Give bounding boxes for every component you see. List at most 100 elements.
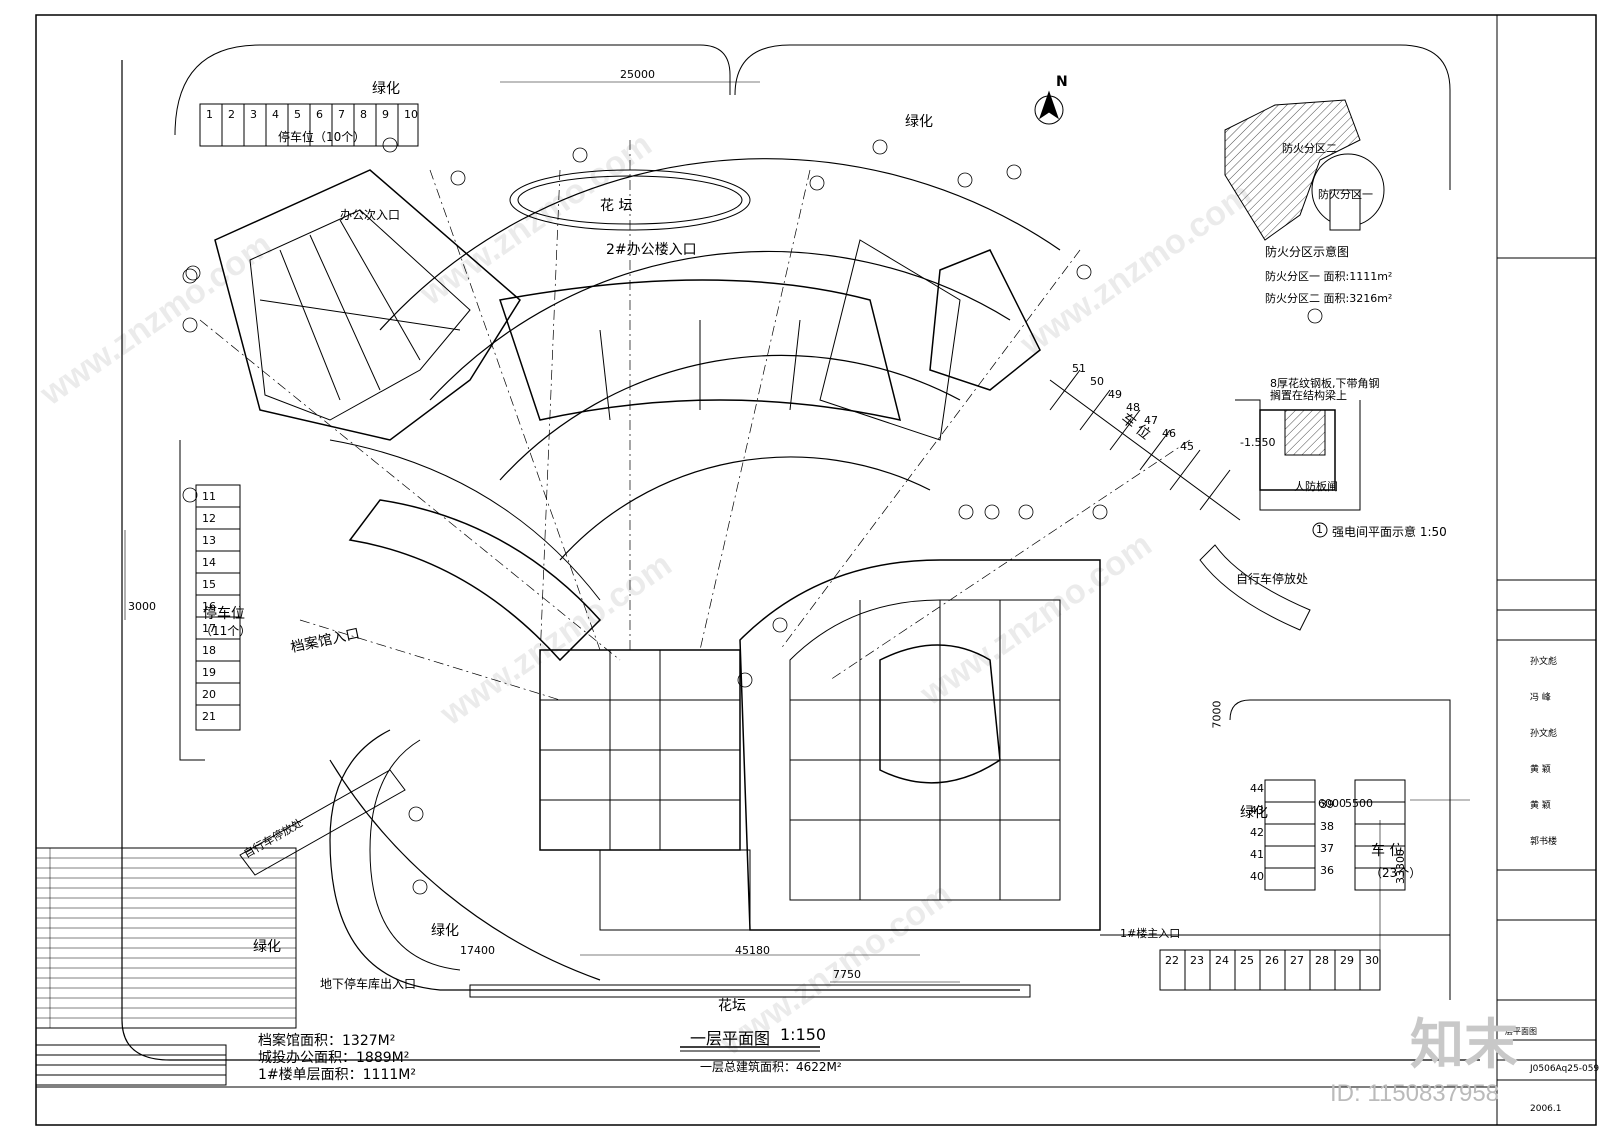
dimension: 17400: [460, 944, 495, 957]
parking-stall-number: 19: [202, 666, 216, 679]
parking-stall-number: 18: [202, 644, 216, 657]
parking-count: （23个）: [1370, 866, 1422, 880]
detail-marker: 1: [1316, 523, 1323, 536]
brand-logo: 知末: [1410, 1015, 1518, 1075]
fire-zone-tag: 防火分区一: [1318, 188, 1373, 201]
parking-stall-number: 7: [338, 108, 345, 121]
parking-stall-number: 45: [1180, 440, 1194, 453]
detail-level: -1.550: [1240, 436, 1276, 449]
parking-stall-number: 2: [228, 108, 235, 121]
brand-id: ID: 1150837958: [1330, 1080, 1500, 1107]
title-block-name: 黄 颖: [1530, 801, 1551, 811]
parking-stall-number: 27: [1290, 954, 1304, 967]
parking-stall-number: 14: [202, 556, 216, 569]
greenery-label: 绿化: [905, 114, 933, 130]
parking-stall-number: 51: [1072, 362, 1086, 375]
parking-stall-number: 9: [382, 108, 389, 121]
parking-stall-number: 46: [1162, 427, 1176, 440]
parking-stall-number: 39: [1320, 798, 1334, 811]
garage-exit-label: 地下停车库出入口: [320, 977, 417, 991]
dimension: 45180: [735, 944, 770, 957]
dimension: 25000: [620, 68, 655, 81]
parking-stall-number: 28: [1315, 954, 1329, 967]
flower-bed-label: 花坛: [718, 998, 746, 1014]
bike-parking-label: 自行车停放处: [1236, 572, 1309, 586]
dimension: 7750: [833, 968, 861, 981]
title-block-name: 郭书楼: [1530, 837, 1558, 847]
parking-stall-number: 43: [1250, 804, 1264, 817]
greenery-label: 绿化: [431, 923, 459, 939]
entrance-label: 1#楼主入口: [1120, 927, 1181, 940]
parking-stall-number: 5: [294, 108, 301, 121]
dimension: 6000: [1318, 797, 1346, 810]
dimension: 5500: [1345, 797, 1373, 810]
fire-zone-area: 防火分区二 面积:3216m²: [1265, 292, 1393, 305]
parking-stall-number: 20: [202, 688, 216, 701]
dimension: 7000: [1210, 700, 1224, 729]
area-office: 城投办公面积：1889M²: [258, 1050, 410, 1066]
parking-stall-number: 6: [316, 108, 323, 121]
fire-zone-tag: 防火分区二: [1282, 142, 1337, 155]
dimension: 33300: [1394, 849, 1407, 884]
area-total: 一层总建筑面积：4622M²: [700, 1060, 842, 1074]
fire-zone-title: 防火分区示意图: [1265, 245, 1350, 259]
parking-stall-number: 41: [1250, 848, 1264, 861]
parking-label: 车 位: [1371, 843, 1404, 859]
greenery-label: 绿化: [253, 939, 281, 955]
parking-label: 停车位（10个）: [278, 130, 366, 144]
entrance-label: 2#办公楼入口: [606, 242, 697, 258]
detail-title: 强电间平面示意 1:50: [1332, 525, 1447, 539]
parking-stall-number: 12: [202, 512, 216, 525]
parking-stall-number: 40: [1250, 870, 1264, 883]
parking-stall-number: 22: [1165, 954, 1179, 967]
parking-stall-number: 4: [272, 108, 279, 121]
parking-stall-number: 42: [1250, 826, 1264, 839]
drawing-name: 一层平面图: [1497, 1027, 1537, 1036]
parking-stall-number: 15: [202, 578, 216, 591]
detail-note: 8厚花纹钢板,下带角钢: [1270, 377, 1380, 390]
parking-stall-number: 13: [202, 534, 216, 547]
parking-stall-number: 10: [404, 108, 418, 121]
parking-stall-number: 1: [206, 108, 213, 121]
fire-zone-area: 防火分区一 面积:1111m²: [1265, 270, 1393, 283]
parking-stall-number: 16: [202, 600, 216, 613]
detail-note: 搁置在结构梁上: [1270, 389, 1347, 402]
parking-stall-number: 3: [250, 108, 257, 121]
title-block-name: 冯 峰: [1530, 693, 1551, 703]
parking-stall-number: 36: [1320, 864, 1334, 877]
title-block-name: 孙文彪: [1530, 657, 1558, 667]
parking-stall-number: 49: [1108, 388, 1122, 401]
title-block-name: 孙文彪: [1530, 729, 1558, 739]
parking-stall-number: 47: [1144, 414, 1158, 427]
drawing-date: 2006.1: [1530, 1104, 1562, 1114]
parking-stall-number: 24: [1215, 954, 1229, 967]
parking-stall-number: 8: [360, 108, 367, 121]
parking-stall-number: 38: [1320, 820, 1334, 833]
parking-count: （11个）: [200, 624, 252, 638]
parking-stall-number: 44: [1250, 782, 1264, 795]
parking-stall-number: 17: [202, 622, 216, 635]
parking-label: 停车位: [203, 606, 245, 622]
parking-stall-number: 26: [1265, 954, 1279, 967]
title-block-name: 黄 颖: [1530, 765, 1551, 775]
project-number: J0506Aq25-059: [1530, 1064, 1600, 1074]
parking-stall-number: 23: [1190, 954, 1204, 967]
parking-stall-number: 30: [1365, 954, 1379, 967]
north-label: N: [1056, 74, 1068, 90]
greenery-label: 绿化: [1240, 805, 1268, 821]
plan-title: 一层平面图: [690, 1029, 771, 1048]
parking-stall-number: 50: [1090, 375, 1104, 388]
parking-stall-number: 11: [202, 490, 216, 503]
parking-stall-number: 48: [1126, 401, 1140, 414]
plan-scale: 1:150: [780, 1025, 827, 1044]
flower-bed-label: 花 坛: [600, 198, 633, 214]
parking-stall-number: 37: [1320, 842, 1334, 855]
area-building1: 1#楼单层面积：1111M²: [258, 1067, 416, 1083]
parking-stall-number: 21: [202, 710, 216, 723]
parking-stall-number: 29: [1340, 954, 1354, 967]
greenery-label: 绿化: [372, 81, 400, 97]
dimension: 3000: [128, 600, 156, 613]
area-archive: 档案馆面积：1327M²: [258, 1033, 396, 1049]
parking-stall-number: 25: [1240, 954, 1254, 967]
